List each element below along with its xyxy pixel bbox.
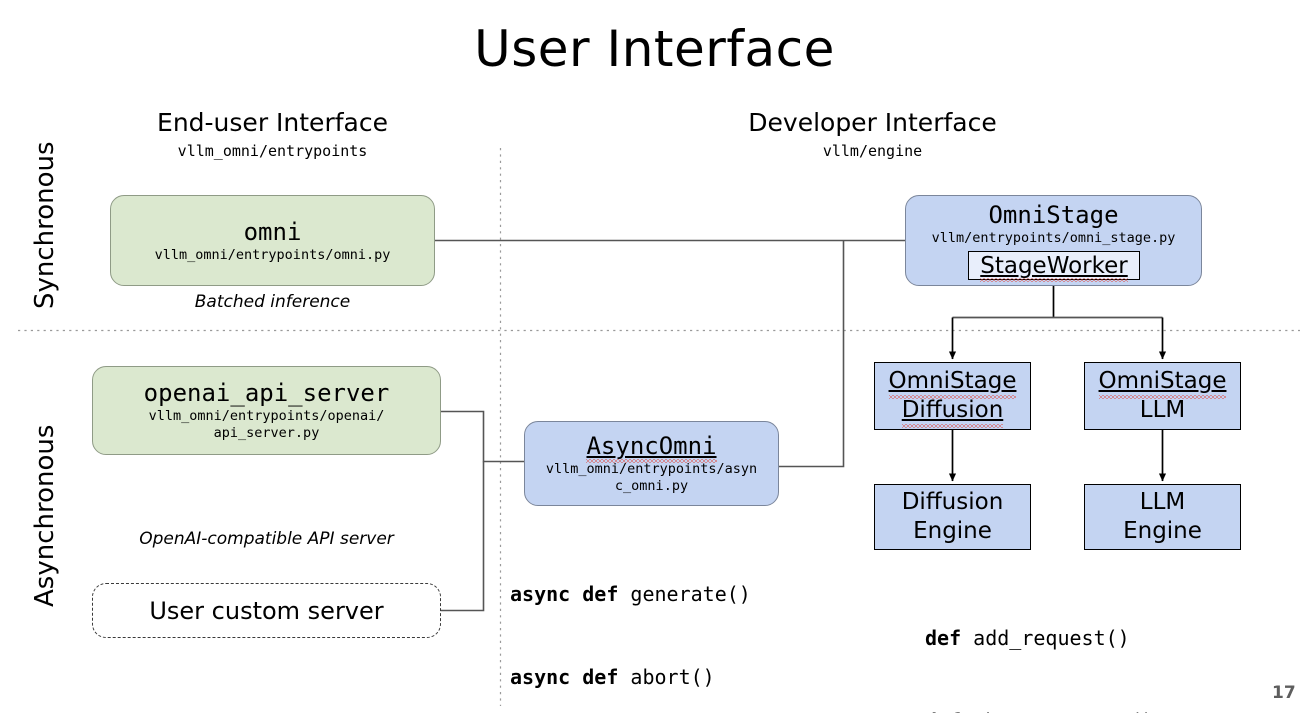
node-omni-stage-title: OmniStage xyxy=(988,201,1119,229)
node-async-omni-title-text: AsyncOmni xyxy=(586,432,717,463)
code-text-abort: abort() xyxy=(630,664,715,689)
node-openai-api-server-path-line2: api_server.py xyxy=(213,425,320,441)
code-keyword-async-def-2: async def xyxy=(510,664,631,689)
node-user-custom-server-title: User custom server xyxy=(149,596,384,625)
node-stage-worker-label: StageWorker xyxy=(980,252,1128,282)
node-omnistage-diffusion-line2: Diffusion xyxy=(901,396,1004,428)
code-keyword-def-1: def xyxy=(925,626,974,650)
node-llm-engine-line2: Engine xyxy=(1123,518,1202,544)
node-llm-engine-line1: LLM xyxy=(1139,489,1186,515)
column-subtitle-end-user: vllm_omni/entrypoints xyxy=(177,142,368,160)
node-llm-engine[interactable]: LLM Engine xyxy=(1084,484,1241,550)
node-omni-path: vllm_omni/entrypoints/omni.py xyxy=(154,246,391,263)
node-openai-api-server-title: openai_api_server xyxy=(143,379,390,407)
node-omnistage-diffusion[interactable]: OmniStage Diffusion xyxy=(874,362,1031,430)
node-omnistage-diffusion-line1: OmniStage xyxy=(888,367,1017,399)
code-block-async-api: async def generate() async def abort() +… xyxy=(510,526,799,713)
connector-custom-to-asyncomni xyxy=(441,461,485,612)
code-line-abort-request: def abort_request() xyxy=(925,708,1154,713)
code-block-engine-api: def add_request() def abort_request() de… xyxy=(925,570,1154,713)
node-omnistage-llm-line1: OmniStage xyxy=(1098,367,1227,399)
node-omnistage-diffusion-line2-text: Diffusion xyxy=(901,397,1004,428)
connector-vertical-sync-to-async xyxy=(779,240,845,468)
node-omnistage-diffusion-line1-text: OmniStage xyxy=(888,368,1017,399)
code-text-generate: generate() xyxy=(630,582,751,606)
node-openai-api-server-path-line1: vllm_omni/entrypoints/openai/ xyxy=(148,408,385,424)
code-text-add-request: add_request() xyxy=(973,626,1130,650)
node-user-custom-server[interactable]: User custom server xyxy=(92,583,441,638)
node-async-omni-path-line1: vllm_omni/entrypoints/asyn xyxy=(545,461,758,477)
column-title-end-user: End-user Interface xyxy=(157,108,388,137)
node-omni-title: omni xyxy=(243,217,302,246)
node-omni-stage-path: vllm/entrypoints/omni_stage.py xyxy=(931,230,1176,246)
code-line-generate: async def generate() xyxy=(510,581,799,609)
node-diffusion-engine-line1: Diffusion xyxy=(901,489,1004,515)
column-title-developer: Developer Interface xyxy=(748,108,997,137)
node-stage-worker[interactable]: StageWorker xyxy=(968,251,1140,282)
code-keyword-def-2: def xyxy=(925,709,973,713)
code-keyword-async-def-1: async def xyxy=(510,582,631,606)
node-async-omni[interactable]: AsyncOmni vllm_omni/entrypoints/asyn c_o… xyxy=(524,421,779,506)
node-omnistage-llm[interactable]: OmniStage LLM xyxy=(1084,362,1241,430)
node-diffusion-engine[interactable]: Diffusion Engine xyxy=(874,484,1031,550)
node-async-omni-title: AsyncOmni xyxy=(586,432,717,463)
caption-openai-compatible: OpenAI-compatible API server xyxy=(139,529,394,549)
row-label-synchronous: Synchronous xyxy=(30,141,60,309)
code-line-add-request: def add_request() xyxy=(925,625,1154,653)
caption-batched-inference: Batched inference xyxy=(194,292,351,312)
code-line-abort: async def abort() xyxy=(510,664,799,692)
node-openai-api-server[interactable]: openai_api_server vllm_omni/entrypoints/… xyxy=(92,366,441,455)
code-text-abort-request: abort_request() xyxy=(973,709,1154,713)
node-async-omni-path-line2: c_omni.py xyxy=(614,478,689,494)
column-header-developer: Developer Interface vllm/engine xyxy=(710,108,1035,162)
connector-openai-to-asyncomni xyxy=(441,410,524,463)
node-omnistage-llm-line2-text: LLM xyxy=(1139,397,1186,423)
column-subtitle-developer: vllm/engine xyxy=(822,142,923,160)
slide-title: User Interface xyxy=(474,20,835,78)
node-omnistage-llm-line2: LLM xyxy=(1140,396,1185,425)
node-omnistage-llm-line1-text: OmniStage xyxy=(1098,368,1227,399)
page-number: 17 xyxy=(1272,683,1296,703)
row-label-asynchronous: Asynchronous xyxy=(30,424,60,607)
node-diffusion-engine-line2: Engine xyxy=(913,518,992,544)
column-header-end-user: End-user Interface vllm_omni/entrypoints xyxy=(110,108,435,162)
node-omni[interactable]: omni vllm_omni/entrypoints/omni.py xyxy=(110,195,435,286)
